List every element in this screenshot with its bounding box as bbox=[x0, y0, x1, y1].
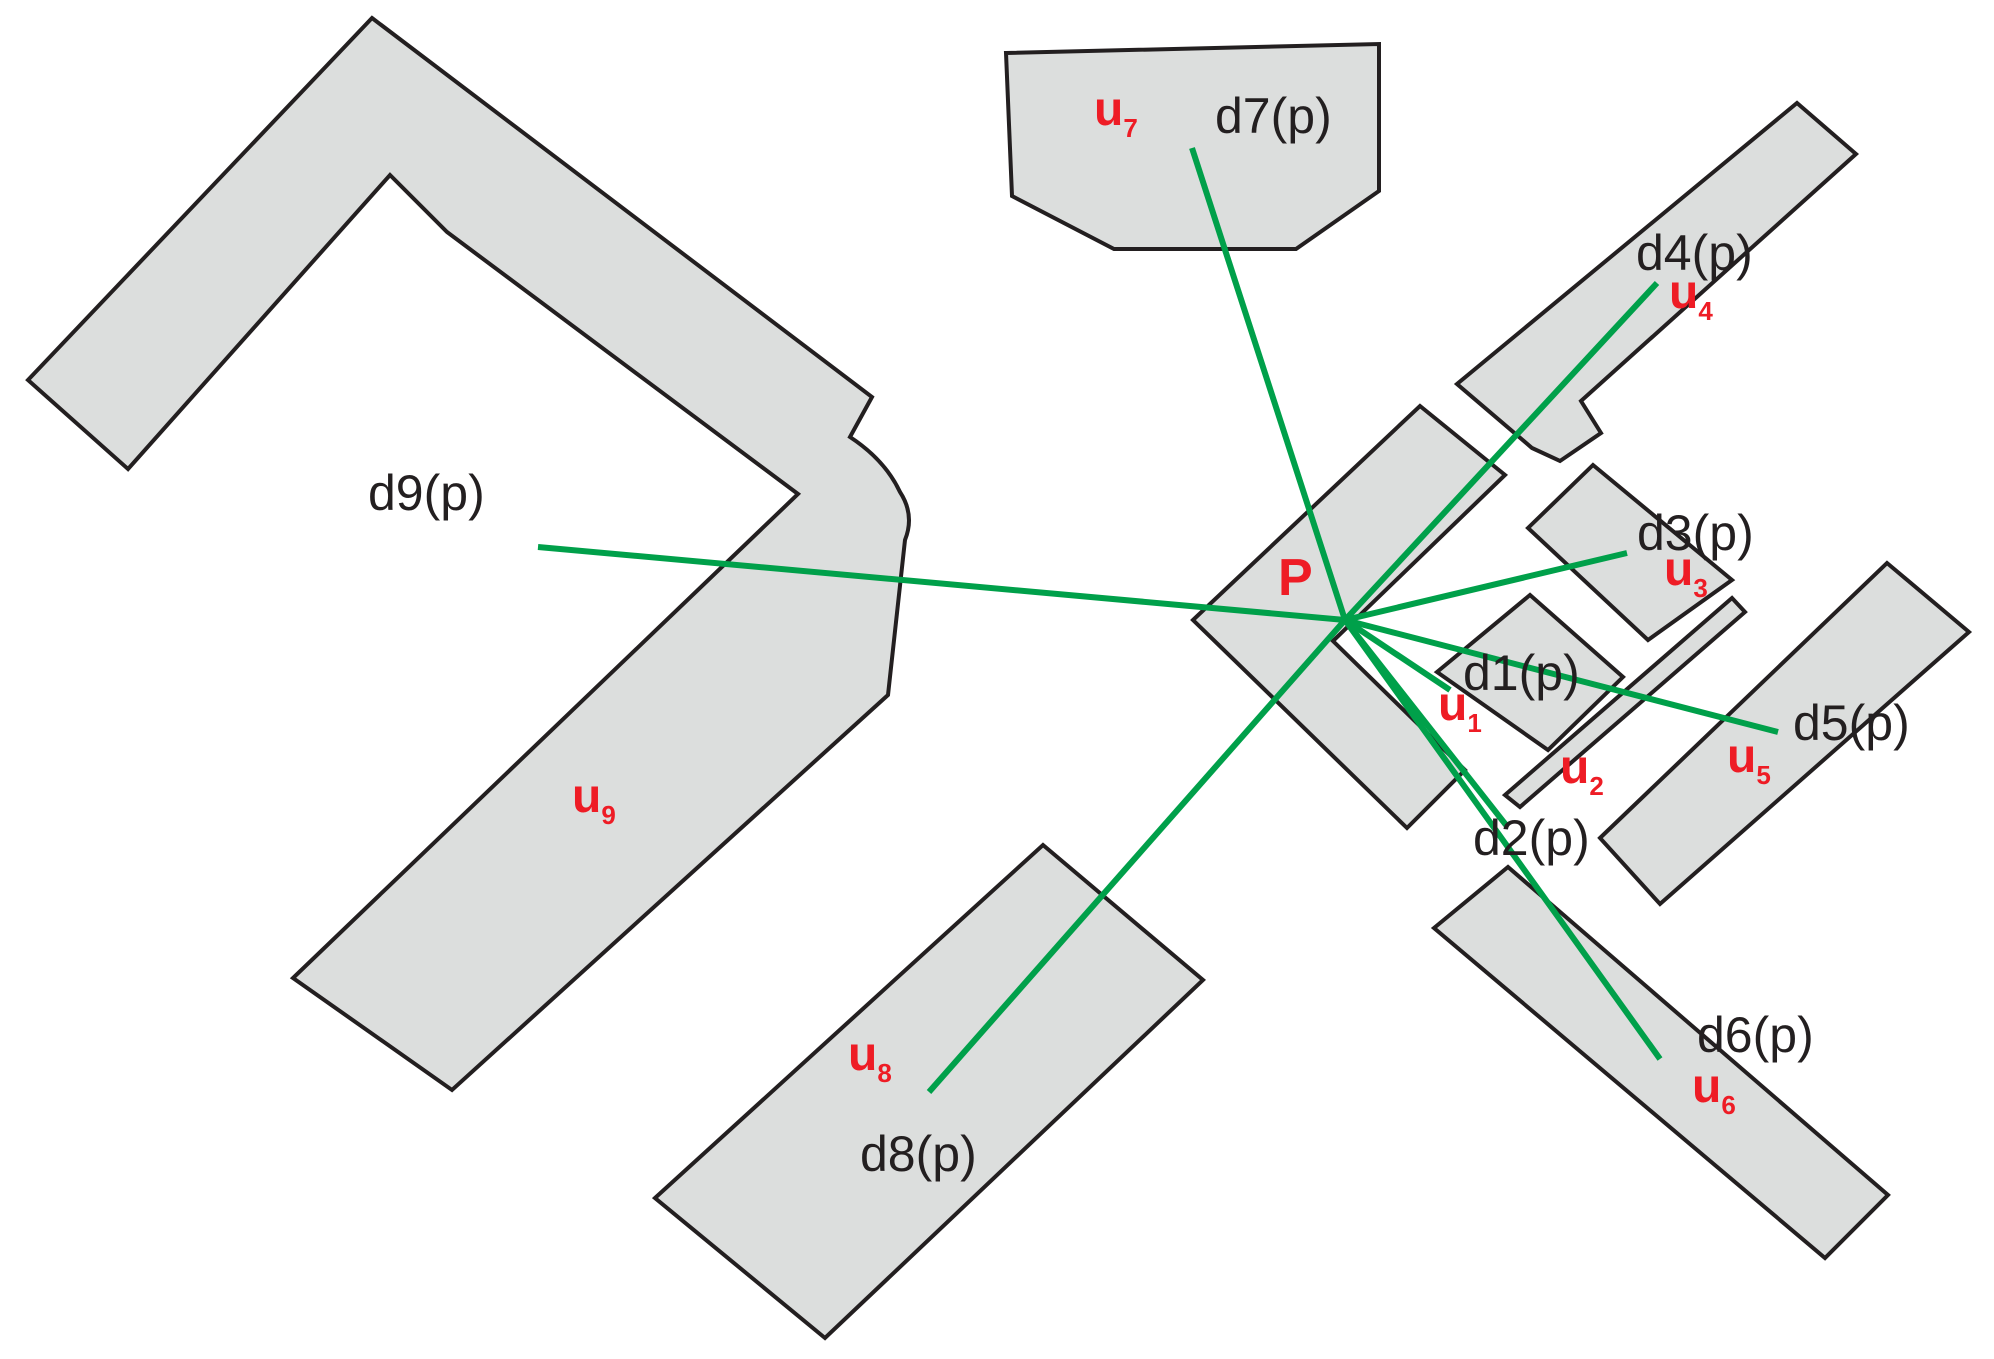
ray-to-u5 bbox=[1344, 617, 1779, 735]
distance-label-d2: d2(p) bbox=[1473, 810, 1590, 866]
distance-label-d5: d5(p) bbox=[1793, 695, 1910, 751]
building-label-u1: u1 bbox=[1438, 678, 1482, 738]
distance-label-d1: d1(p) bbox=[1463, 645, 1580, 701]
ray-to-u3 bbox=[1344, 550, 1628, 623]
building-u9-outline bbox=[25, 15, 911, 1093]
distance-label-d7: d7(p) bbox=[1215, 88, 1332, 144]
building-label-u5: u5 bbox=[1727, 730, 1771, 790]
building-label-u6: u6 bbox=[1692, 1060, 1736, 1120]
distance-label-d4: d4(p) bbox=[1636, 225, 1753, 281]
building-label-u2: u2 bbox=[1560, 741, 1604, 801]
building-u7-outline bbox=[1003, 41, 1381, 251]
distance-label-d3: d3(p) bbox=[1637, 505, 1754, 561]
building-label-u3: u3 bbox=[1664, 543, 1708, 603]
ray-to-u7 bbox=[1189, 147, 1348, 621]
building-u2-outline bbox=[1501, 595, 1748, 810]
building-u4-outline bbox=[1453, 100, 1860, 464]
rays-layer bbox=[537, 147, 1779, 1094]
distance-label-d8: d8(p) bbox=[860, 1126, 977, 1182]
distance-labels: d1(p) d2(p) d3(p) d4(p) d5(p) d6(p) d7(p… bbox=[368, 88, 1910, 1182]
building-label-u9: u9 bbox=[572, 770, 616, 830]
building-labels: u1 u2 u3 u4 u5 u6 u7 u8 u9 bbox=[572, 83, 1771, 1120]
ray-to-u8 bbox=[926, 618, 1348, 1094]
buildings-layer bbox=[25, 15, 1973, 1341]
distance-label-d9: d9(p) bbox=[368, 465, 485, 521]
point-p-label: P bbox=[1278, 549, 1313, 607]
building-u1-outline bbox=[1433, 592, 1626, 753]
building-u6-outline bbox=[1430, 864, 1891, 1261]
building-label-u4: u4 bbox=[1669, 266, 1713, 326]
building-u3-outline bbox=[1525, 462, 1736, 643]
building-label-u8: u8 bbox=[848, 1028, 892, 1088]
building-label-u7: u7 bbox=[1094, 83, 1138, 143]
ray-to-u6 bbox=[1342, 618, 1663, 1061]
ray-to-u9 bbox=[537, 544, 1346, 623]
building-u5-outline bbox=[1597, 560, 1973, 907]
ray-to-u4 bbox=[1342, 280, 1660, 623]
distance-label-d6: d6(p) bbox=[1697, 1007, 1814, 1063]
ray-to-u1 bbox=[1343, 617, 1452, 693]
